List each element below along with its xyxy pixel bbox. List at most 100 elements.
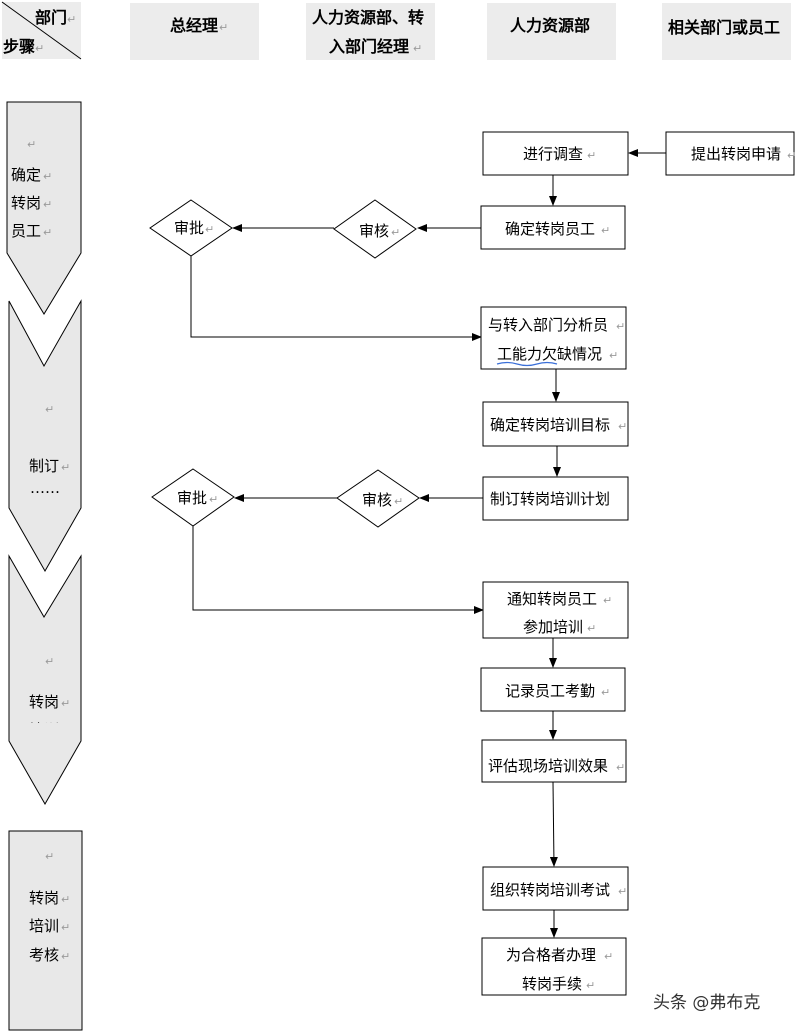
node-evaluate: 评估现场培训效果 — [488, 757, 608, 775]
node-notify-line-1: 通知转岗员工 — [507, 590, 597, 608]
header-cell-hr-and-dept — [306, 3, 435, 60]
node-approve-1-mark: ↵ — [205, 223, 214, 236]
node-confirm-employee-mark: ↵ — [601, 224, 610, 237]
connectors — [190, 149, 666, 938]
header-general-manager: 总经理 — [170, 16, 218, 35]
phase-4-shape — [8, 830, 83, 1031]
header-corner-diagonal — [1, 1, 82, 60]
phase-2-mark: ↵ — [45, 403, 54, 416]
phase-1-line-1-mark: ↵ — [43, 170, 52, 183]
node-review-1: 审核 — [359, 222, 389, 240]
header-hr: 人力资源部 — [510, 16, 590, 35]
node-confirm-goal-box — [482, 401, 629, 447]
phase-1-mark: ↵ — [27, 138, 36, 151]
header-cell-general-manager — [130, 3, 259, 60]
phase-4-line-3-mark: ↵ — [61, 950, 70, 963]
node-investigate: 进行调查 — [523, 145, 583, 163]
node-review-2: 审核 — [362, 491, 392, 509]
phase-column: ↵ 确定 ↵ 转岗 ↵ 员工 ↵ ↵ 制订 ↵ …… ↵ 转岗 ↵ 培训 ↵ 转… — [6, 101, 83, 1031]
node-approve-2-diamond — [151, 468, 235, 527]
header-corner-top: 部门 — [35, 8, 67, 27]
node-exam: 组织转岗培训考试 — [490, 881, 610, 899]
phase-1-line-3-mark: ↵ — [43, 226, 52, 239]
header-cell-related — [662, 3, 791, 60]
node-exam-box — [482, 866, 629, 911]
node-handle-line-2-mark: ↵ — [586, 979, 595, 992]
phase-3-line-1-mark: ↵ — [61, 697, 70, 710]
node-analyze-line-1-mark: ↵ — [616, 320, 625, 333]
node-attendance-mark: ↵ — [601, 686, 610, 699]
node-confirm-goal-mark: ↵ — [618, 420, 627, 433]
node-evaluate-box — [481, 739, 627, 783]
arrow-approve-1-to-analyze — [190, 255, 482, 341]
node-apply: 提出转岗申请 — [691, 145, 781, 163]
node-attendance: 记录员工考勤 — [505, 682, 595, 700]
process-nodes: 提出转岗申请 ↵ 进行调查 ↵ 确定转岗员工 ↵ 与转入部门分析员 ↵ 工能力欠… — [480, 131, 796, 996]
node-analyze-box — [480, 306, 627, 370]
header-corner-bottom-mark: ↵ — [35, 42, 44, 55]
header-corner-bottom: 步骤 — [3, 37, 35, 56]
phase-4-line-2-mark: ↵ — [61, 921, 70, 934]
node-review-1-diamond — [333, 199, 417, 259]
node-review-2-diamond — [336, 469, 420, 528]
node-notify-box — [482, 581, 629, 639]
phase-2-line-2: …… — [30, 479, 60, 497]
node-notify-line-1-mark: ↵ — [603, 594, 612, 607]
phase-3-clip — [22, 723, 77, 741]
phase-4-line-1: 转岗 — [29, 889, 59, 907]
arrow-approve-2-to-notify — [192, 526, 484, 614]
node-approve-1: 审批 — [174, 219, 204, 237]
phase-1-line-1: 确定 — [11, 166, 41, 184]
node-analyze-line-2-mark: ↵ — [609, 349, 618, 362]
header-general-manager-mark: ↵ — [219, 21, 228, 34]
phase-2-line-1: 制订 — [29, 457, 59, 475]
arrow-evaluate-to-exam — [549, 781, 558, 867]
node-handle-box — [481, 937, 627, 996]
node-make-plan: 制订转岗培训计划 — [490, 490, 610, 508]
node-notify-line-2: 参加培训 — [523, 618, 583, 636]
node-handle-line-1: 为合格者办理 — [506, 946, 596, 964]
node-analyze-line-2: 工能力欠缺情况 — [497, 345, 602, 363]
node-confirm-employee-box — [480, 205, 626, 250]
header-row: 部门 ↵ 步骤 ↵ 总经理 ↵ 人力资源部、转 入部门经理 ↵ 人力资源部 相关… — [1, 1, 791, 60]
node-investigate-mark: ↵ — [587, 149, 596, 162]
node-analyze-line-1: 与转入部门分析员 — [488, 316, 608, 334]
phase-2-line-1-mark: ↵ — [61, 461, 70, 474]
node-review-2-mark: ↵ — [394, 495, 403, 508]
header-hr-dept-line2: 入部门经理 — [329, 37, 409, 56]
phase-4-line-3: 考核 — [29, 946, 59, 964]
node-handle-line-1-mark: ↵ — [604, 950, 613, 963]
node-approve-2: 审批 — [177, 489, 207, 507]
node-investigate-box — [482, 131, 629, 176]
phase-1-shape — [6, 101, 82, 315]
node-approve-2-mark: ↵ — [209, 493, 218, 506]
node-evaluate-mark: ↵ — [616, 761, 625, 774]
phase-3-shape — [8, 554, 82, 806]
phase-4-mark: ↵ — [45, 850, 54, 863]
phase-1-line-3: 员工 — [11, 222, 41, 240]
node-notify-line-2-mark: ↵ — [587, 622, 596, 635]
decision-nodes: 审核 ↵ 审批 ↵ 审核 ↵ 审批 ↵ — [149, 199, 420, 528]
header-hr-dept-line1: 人力资源部、转 — [312, 8, 424, 27]
node-analyze-underline — [496, 361, 558, 367]
phase-2-shape — [8, 299, 82, 573]
node-confirm-goal: 确定转岗培训目标 — [490, 416, 610, 434]
watermark: 头条 @弗布克 — [653, 993, 760, 1013]
phase-1-line-2: 转岗 — [11, 194, 41, 212]
node-approve-1-diamond — [149, 199, 233, 257]
node-attendance-box — [480, 667, 626, 712]
node-make-plan-box — [482, 476, 629, 521]
node-apply-mark: ↵ — [787, 149, 796, 162]
header-corner-top-mark: ↵ — [67, 13, 76, 26]
node-confirm-employee: 确定转岗员工 — [505, 220, 595, 238]
node-apply-box — [665, 131, 795, 176]
node-exam-mark: ↵ — [618, 885, 627, 898]
phase-1-line-2-mark: ↵ — [43, 198, 52, 211]
phase-4-line-1-mark: ↵ — [61, 893, 70, 906]
header-related: 相关部门或员工 — [668, 18, 780, 37]
phase-4-line-2: 培训 — [29, 917, 59, 935]
node-handle-line-2: 转岗手续 — [522, 975, 582, 993]
node-review-1-mark: ↵ — [391, 226, 400, 239]
phase-3-mark: ↵ — [45, 655, 54, 668]
